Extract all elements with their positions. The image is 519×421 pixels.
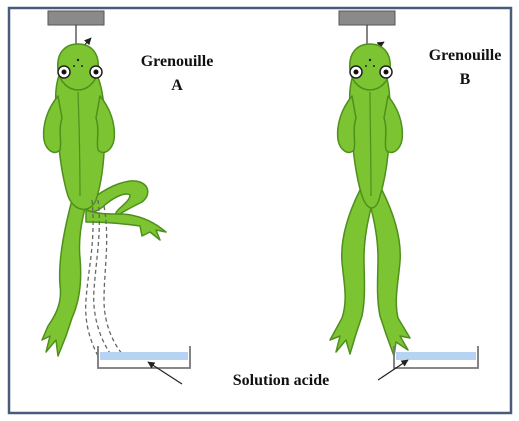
- solution-label: Solution acide: [233, 372, 329, 389]
- frog-a-icon: [41, 43, 167, 357]
- frog-a-letter: A: [171, 77, 183, 94]
- arrow-to-dish-a: [147, 361, 183, 385]
- frog-b-group: Grenouille B: [329, 10, 502, 381]
- support-a-icon: [47, 10, 105, 26]
- support-b-icon: [338, 10, 396, 26]
- frog-b-icon: [329, 43, 411, 357]
- frog-b-pupil-right: [383, 69, 389, 75]
- frog-a-title: Grenouille: [141, 53, 214, 70]
- arrow-to-dish-b: [377, 359, 409, 381]
- frog-b-pupil-left: [353, 69, 359, 75]
- frog-b-letter: B: [460, 71, 471, 88]
- frog-a-pupil-right: [93, 69, 99, 75]
- diagram-frame: [7, 6, 513, 415]
- frog-b-spine: [369, 91, 372, 197]
- frog-a-pupil-left: [61, 69, 67, 75]
- dish-a-icon: [97, 346, 191, 369]
- frog-a-group: Grenouille A: [41, 10, 214, 385]
- dish-b-icon: [393, 346, 479, 369]
- frog-b-nostril: [368, 58, 372, 62]
- frog-b-title: Grenouille: [429, 47, 502, 64]
- frog-a-spine: [77, 91, 81, 197]
- frog-a-nostril: [76, 58, 80, 62]
